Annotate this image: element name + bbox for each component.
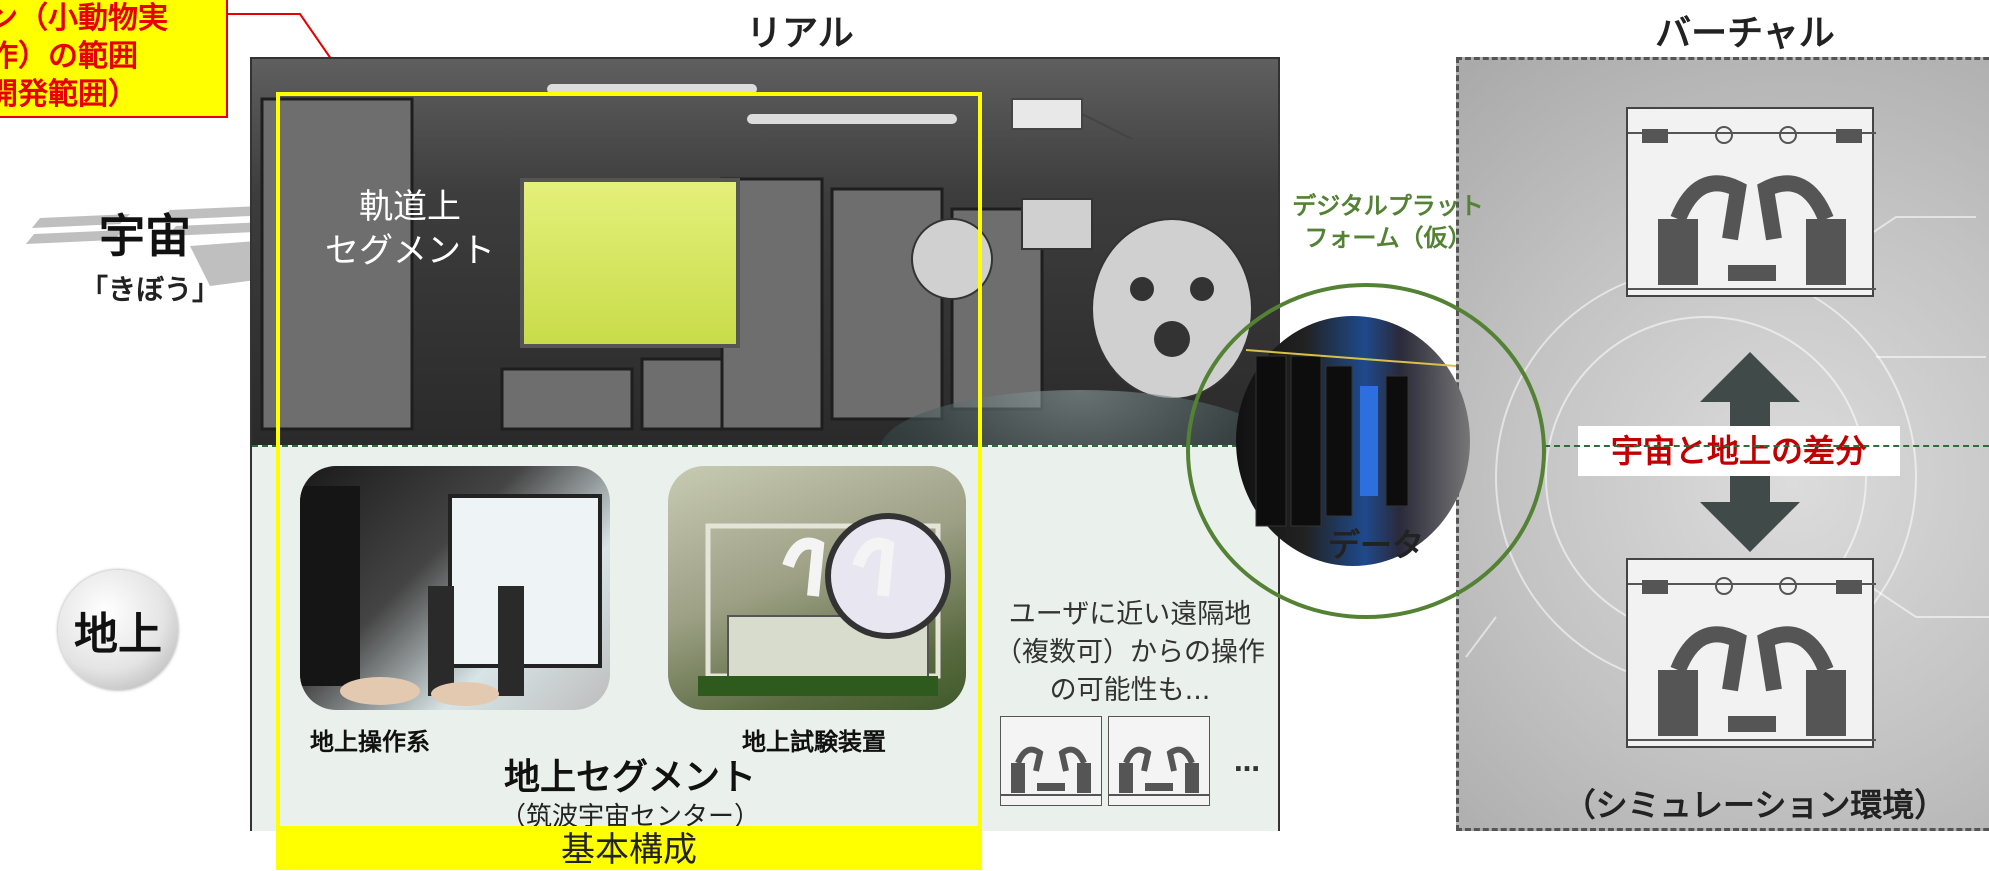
platform-label-line-1: デジタルプラット: [1292, 192, 1484, 220]
orbit-label-line-1: 軌道上: [359, 187, 461, 227]
ground-test-photo: [668, 466, 966, 710]
scope-callout: ン（小動物実 作）の範囲 開発範囲）: [0, 0, 228, 118]
data-center-image: [1236, 316, 1470, 566]
digital-platform-circle: [1186, 283, 1546, 619]
ground-ops-caption: 地上操作系: [310, 728, 430, 756]
callout-line-1: ン（小動物実: [0, 1, 168, 36]
development-scope-frame: [276, 92, 982, 830]
orbit-segment-label: 軌道上 セグメント: [300, 185, 520, 273]
ground-title: 地上: [74, 609, 162, 660]
kibo-label: 「きぼう」: [80, 273, 221, 306]
ground-segment-title: 地上セグメント: [503, 757, 756, 798]
operation-station-illustration: [300, 486, 602, 706]
real-title: リアル: [746, 13, 854, 54]
simulated-robot-arms-icon: [1628, 126, 1876, 290]
digital-platform-label: デジタルプラット フォーム（仮）: [1272, 190, 1504, 254]
server-racks-illustration: [1245, 349, 1457, 527]
robot-arms-icon: [1109, 746, 1209, 796]
simulated-robot-arms-icon: [1628, 577, 1876, 741]
glovebox-image: [520, 178, 740, 348]
remote-operation-note: ユーザに近い遠隔地（複数可）からの操作の可能性も...: [995, 599, 1265, 706]
space-simulation-box: [1626, 107, 1876, 297]
base-configuration-bar: 基本構成: [276, 830, 982, 870]
segment-divider-line: [1544, 445, 1989, 447]
callout-line-2: 作）の範囲: [0, 39, 138, 74]
orbit-label-line-2: セグメント: [325, 231, 495, 271]
remote-site-thumbnail: [1000, 716, 1102, 806]
data-label: データ: [1328, 526, 1425, 564]
earth-globe-icon: 地上: [58, 570, 178, 690]
callout-line-3: 開発範囲）: [0, 77, 138, 112]
station-interior-illustration: [260, 84, 1253, 431]
remote-site-thumbnail: [1108, 716, 1210, 806]
simulation-environment-label: （シミュレーション環境）: [1563, 786, 1947, 824]
robot-arms-icon: [1001, 746, 1101, 796]
space-label: 宇宙 「きぼう」: [80, 200, 221, 308]
platform-label-line-2: フォーム（仮）: [1304, 224, 1472, 252]
test-equipment-illustration: [698, 513, 951, 696]
ground-operation-photo: [300, 466, 610, 710]
space-ground-difference-label: 宇宙と地上の差分: [1578, 426, 1900, 476]
ground-simulation-box: [1626, 558, 1876, 748]
more-sites-ellipsis: …: [1234, 748, 1260, 778]
space-title: 宇宙: [99, 209, 191, 263]
ground-test-caption: 地上試験装置: [742, 728, 886, 756]
virtual-title: バーチャル: [1655, 13, 1835, 54]
